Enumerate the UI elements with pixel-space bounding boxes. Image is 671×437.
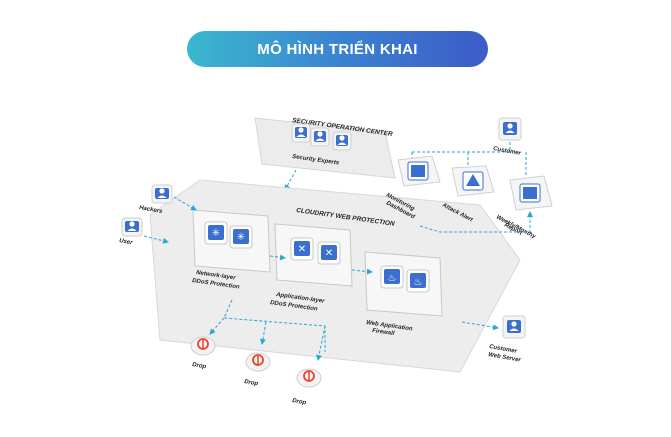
report-icon [523, 187, 537, 199]
network-label-1: Network-layer [196, 270, 237, 282]
report-feed-arrow [419, 211, 533, 233]
security-expert-icon [332, 131, 352, 151]
drop-node: Drop [244, 352, 271, 387]
waf-label-2: Firewall [372, 328, 395, 337]
security-expert-icon [291, 123, 311, 143]
security-expert-icon [310, 127, 330, 147]
weekly-report: Weekly/Monthy Report [495, 175, 553, 241]
flow-arrow [351, 268, 373, 275]
to-server-arrow [461, 321, 499, 331]
server-label-1: Customer [489, 344, 518, 355]
customer-web-server: Customer Web Server [488, 315, 526, 364]
title-banner: MÔ HÌNH TRIỂN KHAI [187, 31, 488, 67]
drop-node: Drop [292, 368, 322, 406]
customer-node: Customer [493, 117, 522, 157]
monitoring-dashboard: Monitoring Dashboard [385, 155, 441, 221]
customer-label: Customer [493, 146, 522, 157]
drop-label: Drop [192, 362, 207, 370]
dashboard-icon [411, 165, 425, 177]
hackers-source: Hackers [139, 184, 173, 215]
flow-arrow [269, 254, 286, 261]
svg-text:✳: ✳ [212, 228, 220, 239]
waf-module: ♨ ♨ Web Application Firewall [364, 251, 443, 337]
svg-text:✕: ✕ [325, 248, 333, 259]
user-source: User [119, 217, 143, 246]
soc-to-platform-arrow [284, 169, 297, 191]
drop-node: Drop [190, 336, 216, 370]
svg-text:✳: ✳ [237, 232, 245, 243]
app-ddos-module: ✕ ✕ Application-layer DDoS Protection [270, 223, 353, 313]
user-label: User [119, 238, 134, 246]
soc-panel: SECURITY OPERATION CENTER Security Exper… [254, 117, 396, 179]
page-title: MÔ HÌNH TRIỂN KHAI [257, 40, 418, 58]
drop-label: Drop [244, 379, 259, 387]
hackers-label: Hackers [139, 205, 164, 215]
drop-label: Drop [292, 398, 307, 406]
svg-text:♨: ♨ [388, 273, 397, 284]
server-label-2: Web Server [488, 352, 522, 364]
drop-flow [223, 299, 326, 352]
user-arrow [143, 235, 169, 244]
alert-icon [466, 174, 480, 186]
hackers-arrow [173, 196, 197, 211]
svg-text:♨: ♨ [414, 277, 423, 288]
svg-text:✕: ✕ [298, 244, 306, 255]
network-ddos-module: ✳ ✳ Network-layer DDoS Protection [192, 209, 271, 291]
